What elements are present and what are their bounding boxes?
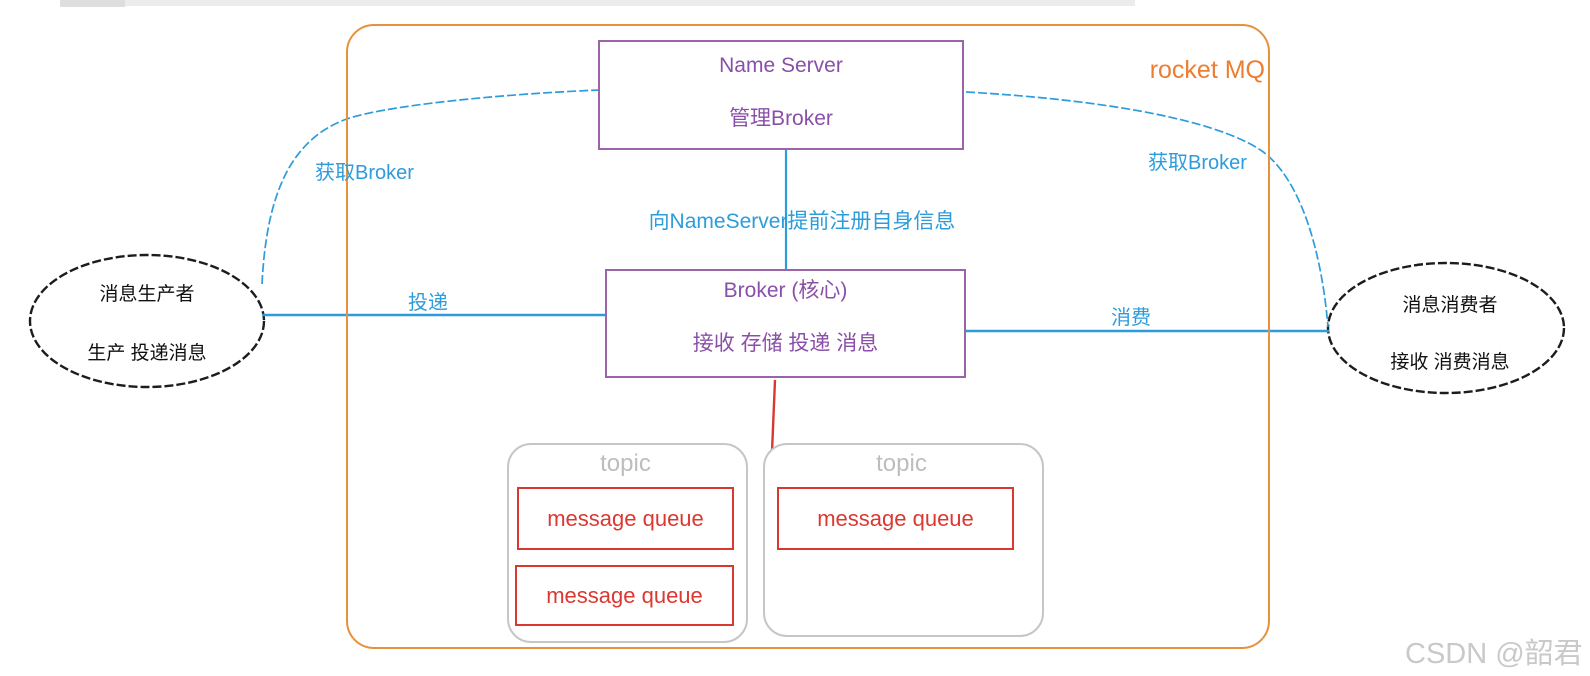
name-server-subtitle: 管理Broker [729,107,833,130]
consumer-subtitle: 接收 消费消息 [1390,352,1510,373]
message-queue-label: message queue [547,505,704,531]
consumer-ellipse [1326,261,1566,395]
name-server-title: Name Server [719,54,843,77]
rocketmq-boundary-frame [346,24,1270,649]
top-strip-left [60,0,125,7]
edge-getbroker-right-label: 获取Broker [1148,152,1247,174]
csdn-watermark: CSDN @韶君 [1405,638,1583,670]
edge-register-label: 向NameServer提前注册自身信息 [648,210,956,233]
message-queue-label: message queue [546,582,703,608]
consumer-title: 消息消费者 [1402,295,1498,316]
edge-getbroker-left-label: 获取Broker [315,162,414,184]
message-queue-box: message queue [515,565,734,626]
name-server-box: Name Server 管理Broker [598,40,964,150]
message-queue-box: message queue [517,487,734,550]
producer-subtitle: 生产 投递消息 [87,343,207,364]
broker-box: Broker (核心) 接收 存储 投递 消息 [605,269,966,378]
rocketmq-title: rocket MQ [1149,56,1265,84]
broker-title: Broker (核心) [723,279,848,302]
edge-deliver-label: 投递 [408,292,448,314]
topic-left-label: topic [600,450,651,477]
broker-subtitle: 接收 存储 投递 消息 [692,332,879,355]
edge-getbroker-right-curve [965,91,1329,328]
edge-consume-label: 消费 [1111,307,1151,329]
producer-ellipse [28,253,266,389]
message-queue-box: message queue [777,487,1014,550]
top-strip [60,0,1135,6]
producer-title: 消息生产者 [99,284,195,305]
edge-getbroker-left-curve [261,89,601,285]
message-queue-label: message queue [817,505,974,531]
topic-right-label: topic [876,450,927,477]
